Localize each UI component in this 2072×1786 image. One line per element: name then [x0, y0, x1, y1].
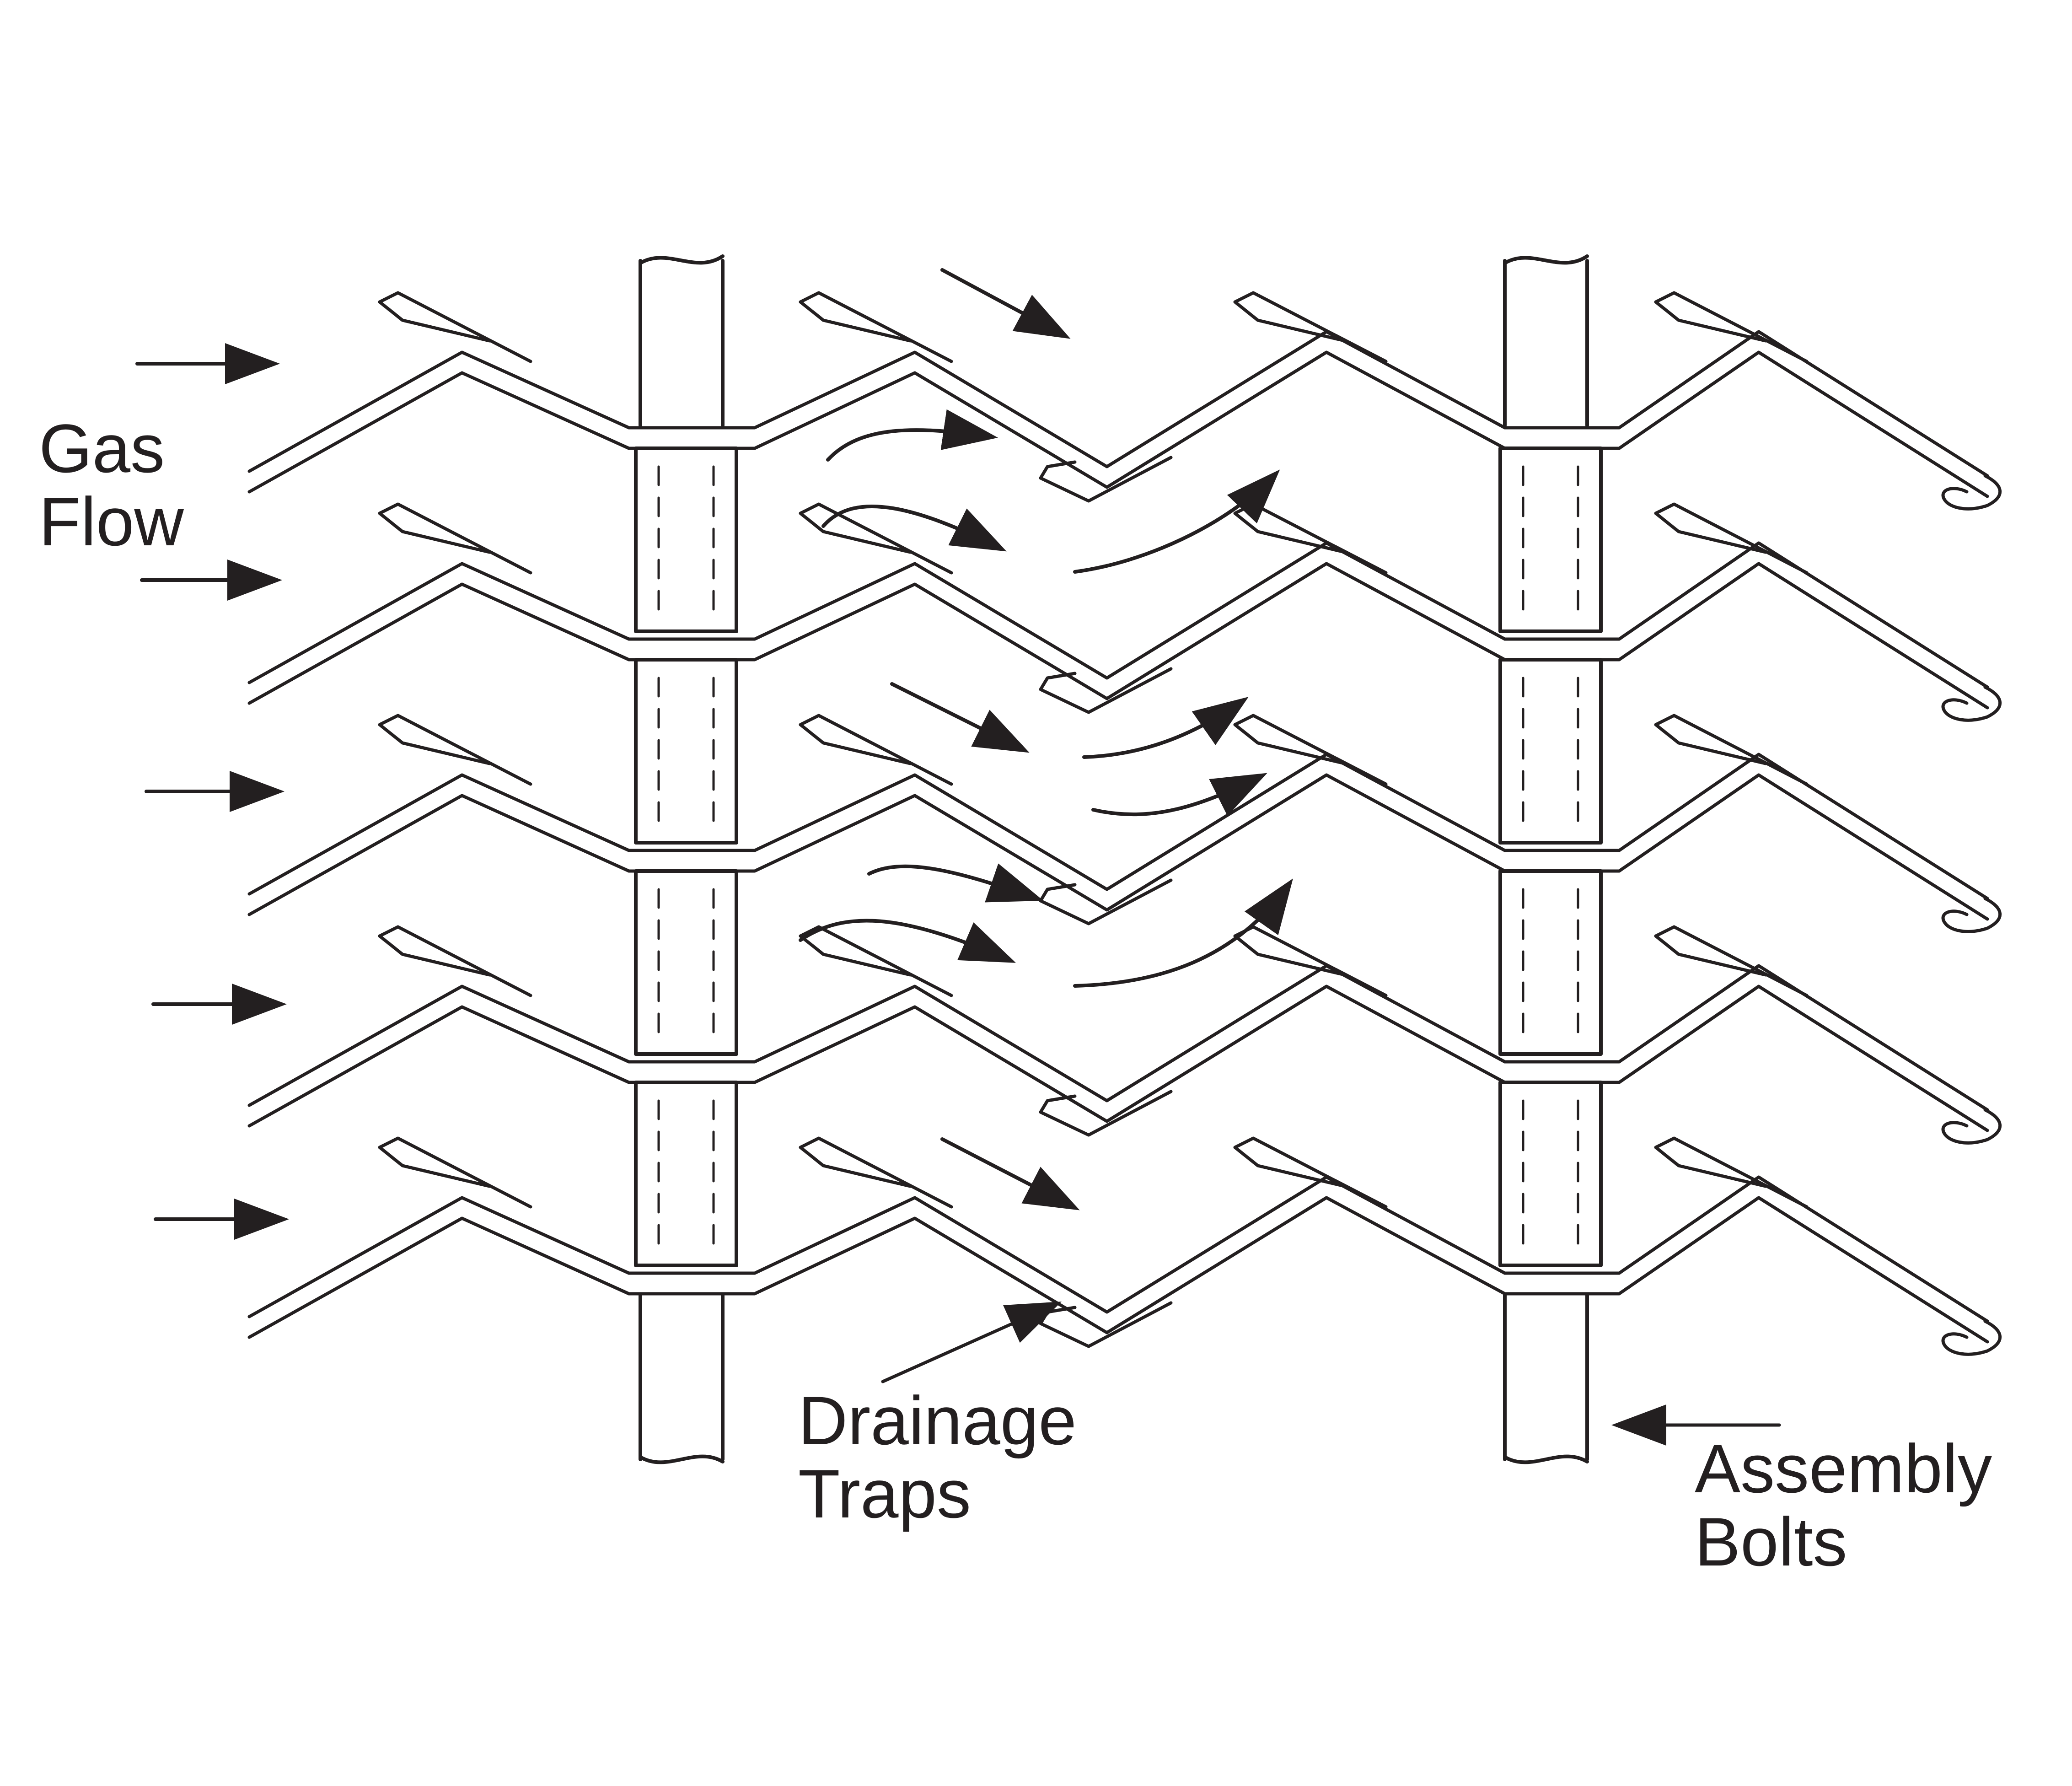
spacer-sleeve-4	[1498, 1081, 1603, 1267]
gas-flow-label-line-1: Gas	[39, 410, 165, 487]
outlet-hook	[1941, 474, 2002, 511]
outlet-hook	[1941, 685, 2002, 722]
spacer-sleeve-2	[634, 658, 738, 845]
drainage-trap-peak-4	[1654, 925, 1809, 997]
assembly-bolt-left	[634, 254, 738, 1464]
flow-arrow-curved-4	[1082, 697, 1249, 759]
drainage-trap-peak-4	[1654, 1136, 1809, 1209]
vane-plate-top-edge	[247, 541, 1989, 689]
gas-flow-arrows	[135, 268, 1293, 1240]
flow-arrow-curved-3	[1073, 469, 1280, 574]
drainage-trap-valley	[1039, 878, 1173, 925]
chevron-vane-rows	[247, 291, 2002, 1356]
bolt-break-top	[1503, 254, 1589, 265]
drainage-trap-peak-1	[378, 291, 532, 363]
drainage-traps-label-line-1: Drainage	[798, 1382, 1077, 1459]
vane-plate-bottom-edge	[247, 1196, 1989, 1344]
bolt-break-bottom	[1503, 1454, 1589, 1464]
vane-plate-bottom-edge	[247, 562, 1989, 710]
spacer-sleeve-4	[634, 1081, 738, 1267]
vane-plate-bottom-edge	[247, 773, 1989, 921]
vane-plate-bottom-edge	[247, 984, 1989, 1132]
drainage-traps-label: Drainage Traps	[798, 1384, 1077, 1530]
drainage-trap-peak-2	[799, 1136, 953, 1209]
outlet-hook	[1941, 897, 2002, 933]
flow-arrow-straight-8	[940, 1137, 1080, 1210]
outlet-hook	[1941, 1108, 2002, 1145]
drainage-trap-peak-1	[378, 1136, 532, 1209]
drainage-trap-peak-3	[1233, 291, 1388, 363]
drainage-trap-valley	[1039, 667, 1173, 714]
drainage-trap-peak-4	[1654, 714, 1809, 786]
callout-pointers	[881, 1302, 1781, 1446]
drainage-trap-valley	[1039, 1301, 1173, 1348]
flow-arrow-curved-2	[821, 504, 1007, 552]
spacer-sleeve-3	[1498, 869, 1603, 1056]
drainage-trap-peak-4	[1654, 291, 1809, 363]
spacer-sleeve-1	[1498, 446, 1603, 633]
flow-arrow-curved-8	[1073, 878, 1293, 988]
vane-row-5	[247, 1136, 2002, 1356]
vane-row-1	[247, 291, 2002, 511]
gas-flow-label: Gas Flow	[39, 412, 184, 558]
flow-arrow-curved-6	[867, 863, 1044, 903]
spacer-sleeve-1	[634, 446, 738, 633]
vane-plate-top-edge	[247, 330, 1989, 478]
vane-row-2	[247, 502, 2002, 722]
drainage-trap-peak-2	[799, 502, 953, 575]
drainage-traps-label-line-2: Traps	[798, 1455, 971, 1532]
bolt-break-top	[639, 254, 725, 265]
bolt-break-bottom	[639, 1454, 725, 1464]
assembly-bolt-right	[1498, 254, 1603, 1464]
flow-arrow-curved-5	[1091, 773, 1267, 817]
assembly-bolt-columns	[634, 254, 1603, 1464]
flow-arrow-curved-1	[826, 409, 998, 462]
drainage-traps-pointer	[881, 1302, 1062, 1383]
vane-row-3	[247, 714, 2002, 933]
vane-row-4	[247, 925, 2002, 1145]
assembly-bolts-label-line-2: Bolts	[1695, 1503, 1847, 1580]
vane-plate-bottom-edge	[247, 350, 1989, 498]
drainage-trap-peak-3	[1233, 714, 1388, 786]
drainage-trap-peak-2	[799, 714, 953, 786]
drainage-trap-valley	[1039, 1090, 1173, 1137]
drainage-trap-peak-1	[378, 502, 532, 575]
drainage-trap-valley	[1039, 456, 1173, 503]
vane-plate-top-edge	[247, 964, 1989, 1112]
drainage-trap-peak-2	[799, 291, 953, 363]
vane-plate-top-edge	[247, 1175, 1989, 1323]
assembly-bolts-label: Assembly Bolts	[1695, 1432, 1992, 1578]
drainage-trap-peak-2	[799, 925, 953, 997]
assembly-bolts-label-line-1: Assembly	[1695, 1430, 1992, 1507]
drainage-trap-peak-3	[1233, 1136, 1388, 1209]
flow-arrow-straight-7	[890, 682, 1030, 753]
drainage-trap-peak-1	[378, 925, 532, 997]
drainage-trap-peak-3	[1233, 925, 1388, 997]
spacer-sleeve-3	[634, 869, 738, 1056]
drainage-trap-peak-3	[1233, 502, 1388, 575]
outlet-hook	[1941, 1319, 2002, 1356]
flow-arrow-curved-7	[799, 919, 1016, 963]
flow-arrow-straight-6	[940, 268, 1071, 339]
drainage-trap-peak-4	[1654, 502, 1809, 575]
spacer-sleeve-2	[1498, 658, 1603, 845]
vane-plate-top-edge	[247, 753, 1989, 900]
gas-flow-label-line-2: Flow	[39, 483, 184, 560]
drainage-trap-peak-1	[378, 714, 532, 786]
